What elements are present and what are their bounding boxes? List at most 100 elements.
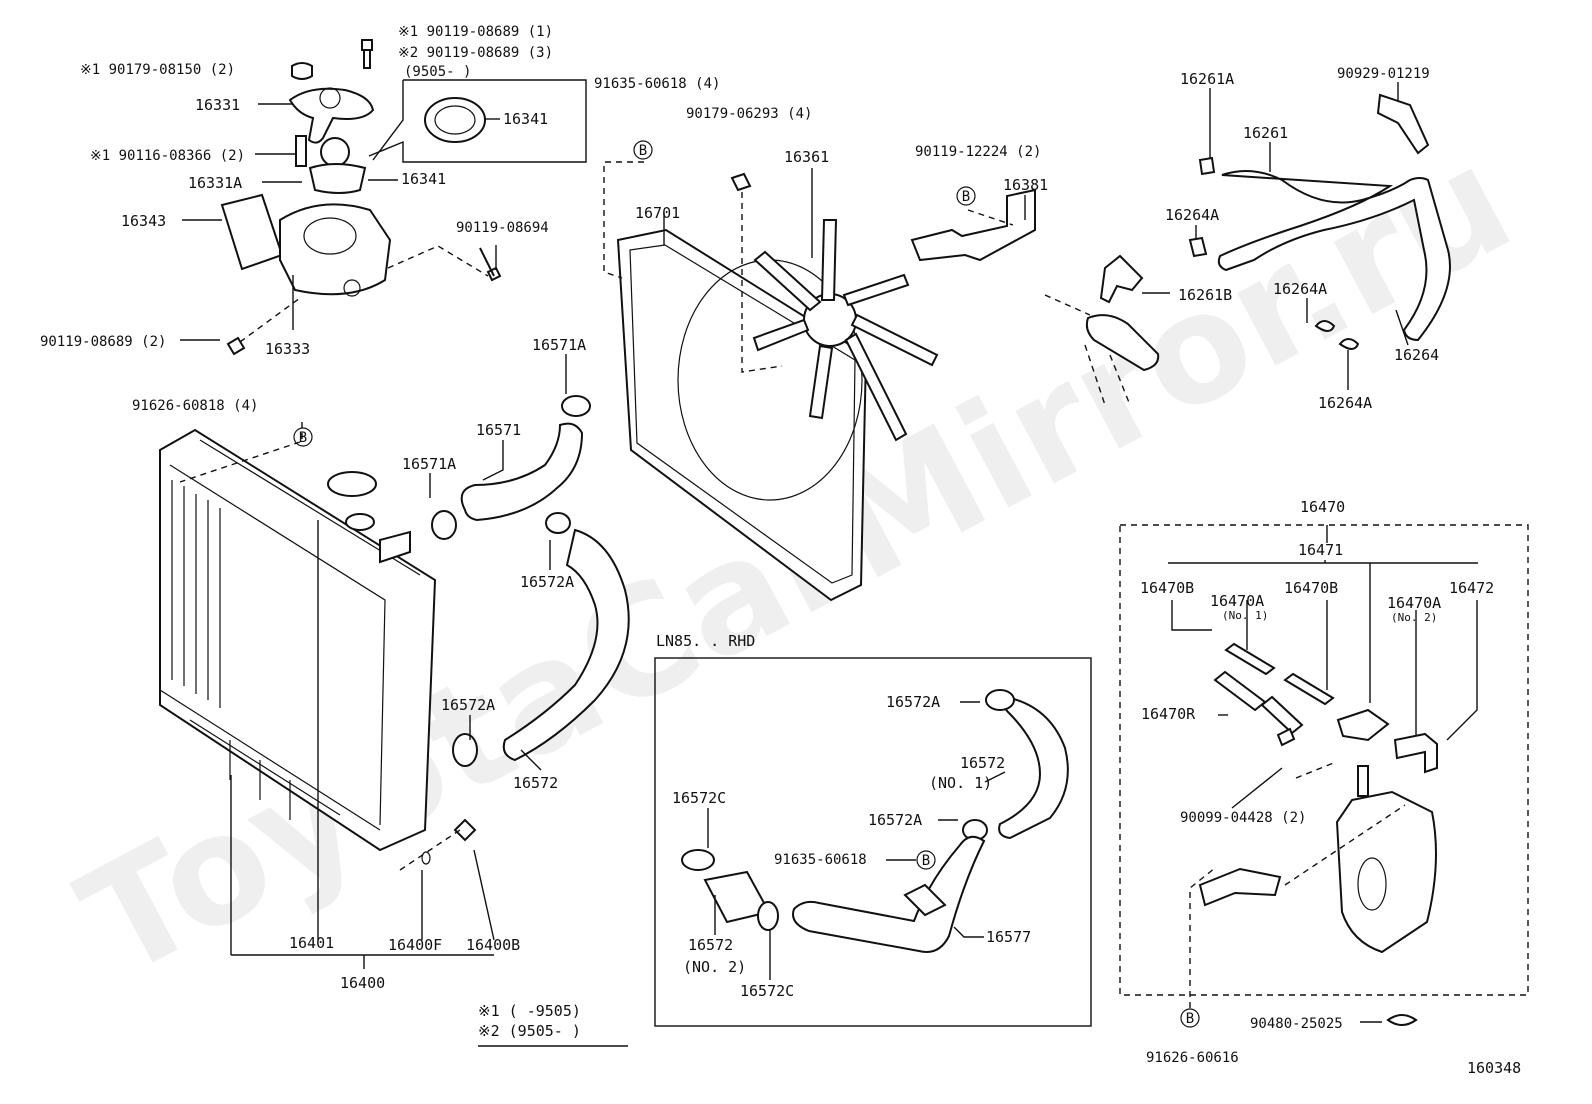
label-90119-08694: 90119-08694 (456, 220, 549, 236)
label-16470: 16470 (1300, 498, 1345, 516)
clamp-16571a-bottom (431, 510, 457, 540)
gasket-16343 (220, 193, 284, 271)
inset-hose-16572-no1 (998, 696, 1069, 840)
label-16261a: 16261A (1180, 70, 1234, 88)
clamp-16264a (1314, 320, 1336, 332)
hoses (431, 395, 630, 767)
inset-label-16572a-2: 16572A (868, 811, 922, 829)
tank-neck (1357, 765, 1369, 797)
water-outlet-16331 (288, 87, 375, 144)
label-16331a: 16331A (188, 174, 242, 192)
radiator-16400 (159, 422, 477, 871)
label-16341-a: 16341 (503, 110, 548, 128)
o-ring-16400f (421, 851, 431, 865)
clamp-16572a-top (545, 512, 571, 534)
label-16470b-1: 16470B (1140, 579, 1194, 597)
b-marker-text: B (1186, 1011, 1194, 1027)
inset-label-16572c-2: 16572C (740, 982, 794, 1000)
b-marker-text: B (299, 430, 307, 446)
diagram-id: 160348 (1467, 1059, 1521, 1077)
hose-16470r-b (1260, 695, 1304, 735)
fan-blade (844, 332, 908, 442)
label-16471: 16471 (1298, 541, 1343, 559)
cap-fitting (1336, 708, 1390, 742)
inset-frame (654, 657, 1092, 1027)
label-91626-60616: 91626-60616 (1146, 1050, 1239, 1066)
reservoir-group-frame (1119, 524, 1529, 996)
inset-label-16572c-1: 16572C (672, 789, 726, 807)
inset-label-16572-no2: 16572 (688, 936, 733, 954)
label-16264a-3: 16264A (1318, 394, 1372, 412)
bolt-90119-08694 (479, 247, 502, 282)
pipe-end (1085, 314, 1160, 372)
hose-16470a-no2 (1283, 672, 1335, 706)
label-91635-60618-4: 91635-60618 (4) (594, 76, 720, 92)
label-16401: 16401 (289, 934, 334, 952)
inset-label-16572-no1: 16572 (960, 754, 1005, 772)
label-90119-08689-3: ※2 90119-08689 (3) (398, 45, 553, 61)
label-16261b: 16261B (1178, 286, 1232, 304)
clamp-16572a-bottom (452, 733, 478, 767)
label-16331: 16331 (195, 96, 240, 114)
label-16400: 16400 (340, 974, 385, 992)
label-16472: 16472 (1449, 579, 1494, 597)
fan-blade (752, 318, 810, 352)
b-marker-text: B (962, 189, 970, 205)
nut-90179-06293 (730, 172, 752, 192)
inset-label-16577: 16577 (986, 928, 1031, 946)
plug-90480-25025 (1386, 1014, 1418, 1026)
bracket-16381 (910, 188, 1036, 262)
inset-label-91635-60618: 91635-60618 (774, 852, 867, 868)
label-no1: (No. 1) (1222, 609, 1268, 622)
clip-16261a (1198, 156, 1216, 176)
label-16470b-2: 16470B (1284, 579, 1338, 597)
upper-hose-16571 (460, 422, 584, 522)
label-16571a-1: 16571A (532, 336, 586, 354)
label-16470r: 16470R (1141, 705, 1196, 723)
thermostat-group (220, 39, 587, 356)
clamp-16571a-top (561, 395, 591, 417)
legend-note-1: ※1 ( -9505) (478, 1002, 581, 1020)
legend-note-2: ※2 (9505- ) (478, 1022, 581, 1040)
label-90929-01219: 90929-01219 (1337, 66, 1430, 82)
label-90119-12224: 90119-12224 (2) (915, 144, 1041, 160)
fan-blade (808, 344, 834, 420)
hose-16470r (1213, 670, 1267, 712)
label-90179-06293: 90179-06293 (4) (686, 106, 812, 122)
label-16264: 16264 (1394, 346, 1439, 364)
inset-clamp-16572c (681, 849, 715, 871)
bracket-16341 (368, 79, 587, 163)
inset-clamp-16572c (757, 901, 779, 931)
lower-hose-16572 (502, 528, 630, 762)
label-90119-08689-2: 90119-08689 (2) (40, 334, 166, 350)
thermostat-body (308, 163, 367, 194)
b-marker-text: B (639, 143, 647, 159)
upper-inlet (379, 530, 411, 564)
inset-label-16572a-1: 16572A (886, 693, 940, 711)
label-16261: 16261 (1243, 124, 1288, 142)
label-9505: (9505- ) (404, 64, 471, 80)
label-16361: 16361 (784, 148, 829, 166)
label-90119-08689-1: ※1 90119-08689 (1) (398, 24, 553, 40)
hose-16470a-no1 (1224, 642, 1276, 676)
label-16343: 16343 (121, 212, 166, 230)
thermostat-16331a (320, 137, 350, 167)
label-16264a-1: 16264A (1165, 206, 1219, 224)
inset-clamp-16572a (985, 689, 1015, 711)
filler-neck (345, 513, 375, 531)
fan-shroud-group (603, 161, 939, 602)
label-16571: 16571 (476, 421, 521, 439)
outlet-port (319, 87, 341, 109)
label-91626-60818: 91626-60818 (4) (132, 398, 258, 414)
inset-title: LN85. . RHD (656, 632, 755, 650)
pipe-16472 (1393, 732, 1438, 774)
label-16701: 16701 (635, 204, 680, 222)
reservoir-group-16470 (1119, 524, 1529, 1026)
oil-cooler-hoses (1044, 93, 1451, 406)
fan-blade (820, 219, 838, 301)
label-16381: 16381 (1003, 176, 1048, 194)
bolt-90099-04428 (1276, 727, 1296, 747)
fan-blade (842, 273, 910, 307)
